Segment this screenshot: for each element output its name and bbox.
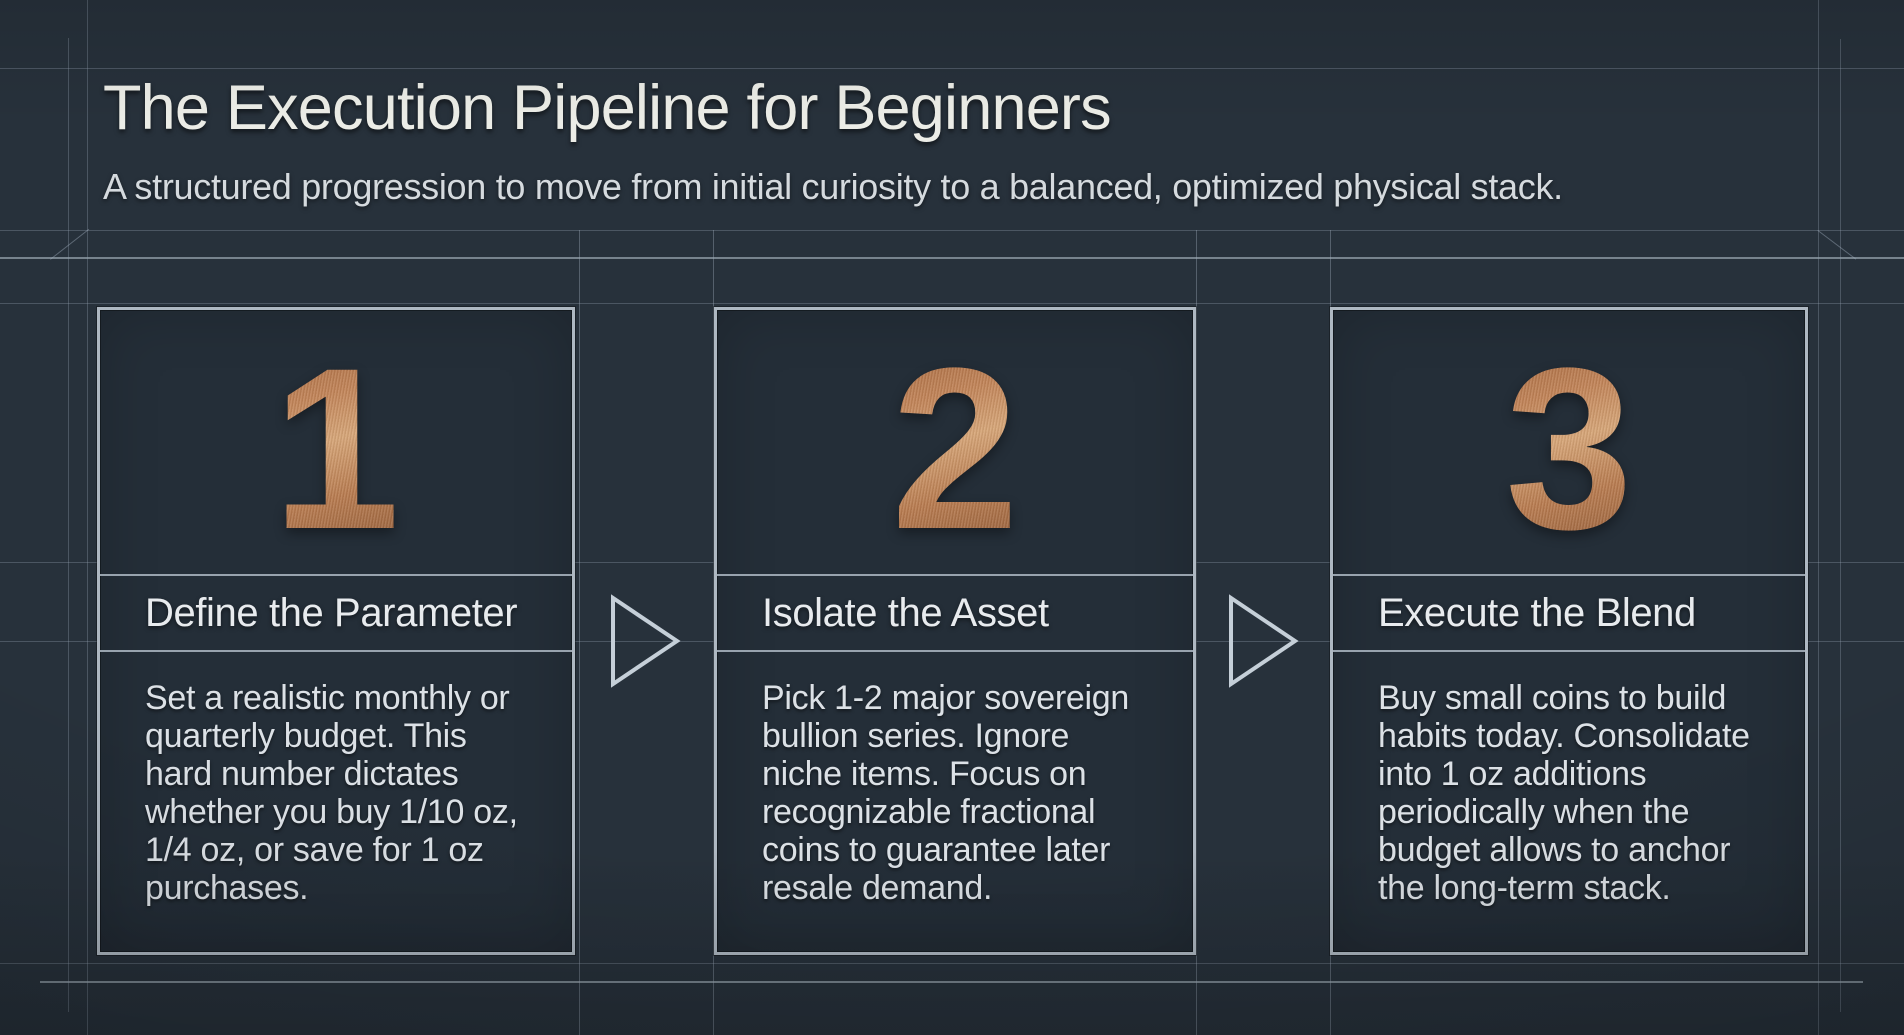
- grid-hline-subheader-2: [0, 257, 1904, 259]
- page-subtitle: A structured progression to move from in…: [103, 166, 1563, 207]
- grid-hline-cards-bottom: [0, 963, 1904, 964]
- step-title-row: Isolate the Asset: [717, 574, 1193, 652]
- step-number: 2: [891, 320, 1019, 577]
- step-number-section: 2: [717, 310, 1193, 574]
- step-card-3: 3 Execute the Blend Buy small coins to b…: [1330, 307, 1808, 955]
- right-arrow-icon: [1229, 594, 1299, 688]
- grid-hline-footer: [40, 981, 1863, 983]
- step-description: Buy small coins to build habits today. C…: [1378, 679, 1750, 907]
- step-title: Isolate the Asset: [762, 590, 1049, 635]
- grid-vline-gap2-left: [1196, 230, 1197, 1035]
- grid-vline-right-inner: [1840, 39, 1841, 1012]
- step-number: 1: [272, 320, 400, 577]
- right-arrow-icon: [611, 594, 681, 688]
- step-card-2: 2 Isolate the Asset Pick 1-2 major sover…: [714, 307, 1196, 955]
- step-number-section: 3: [1333, 310, 1805, 574]
- grid-hline-subheader-1: [0, 230, 1904, 231]
- page-title: The Execution Pipeline for Beginners: [103, 73, 1112, 143]
- step-number-section: 1: [100, 310, 572, 574]
- step-title: Define the Parameter: [145, 590, 518, 635]
- grid-diagonal-right: [1817, 230, 1857, 260]
- step-title-row: Define the Parameter: [100, 574, 572, 652]
- step-card-1: 1 Define the Parameter Set a realistic m…: [97, 307, 575, 955]
- grid-diagonal-left: [50, 228, 90, 260]
- grid-hline-cards-top: [0, 303, 1904, 304]
- grid-hline-header-top: [0, 68, 1904, 69]
- grid-vline-right-outer: [1818, 0, 1819, 1035]
- step-title: Execute the Blend: [1378, 590, 1696, 635]
- step-title-row: Execute the Blend: [1333, 574, 1805, 652]
- step-description: Pick 1-2 major sovereign bullion series.…: [762, 679, 1129, 907]
- step-number: 3: [1505, 320, 1633, 577]
- step-description: Set a realistic monthly or quarterly bud…: [145, 679, 518, 907]
- grid-vline-left-inner: [68, 38, 69, 1012]
- grid-vline-gap1-left: [579, 230, 580, 1035]
- grid-vline-left-outer: [87, 0, 88, 1035]
